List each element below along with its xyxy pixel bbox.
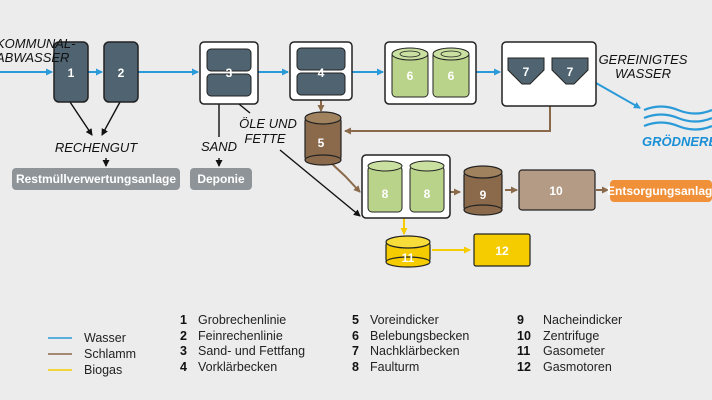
destination-entsorgung: Entsorgungsanlage	[607, 180, 712, 202]
legend-item-9: Nacheindicker	[543, 313, 622, 327]
label-gereinigtes-wasser: GEREINIGTES	[599, 52, 688, 67]
svg-text:7: 7	[352, 344, 359, 358]
label-groednerbach: GRÖDNERBACH	[642, 134, 712, 149]
legend-wasser: Wasser	[84, 331, 126, 345]
svg-text:8: 8	[352, 360, 359, 374]
label-rechengut: RECHENGUT	[55, 140, 138, 155]
svg-text:4: 4	[180, 360, 187, 374]
svg-text:2: 2	[118, 66, 125, 80]
svg-text:10: 10	[549, 184, 563, 198]
unit-9-post-thickener: 9	[463, 165, 503, 216]
svg-text:5: 5	[318, 136, 325, 150]
svg-text:1: 1	[68, 66, 75, 80]
label-sand: SAND	[201, 139, 237, 154]
legend-item-3: Sand- und Fettfang	[198, 344, 305, 358]
label-abwasser-line2: ABWASSER	[0, 50, 69, 65]
svg-text:10: 10	[517, 329, 531, 343]
legend-item-2: Feinrechenlinie	[198, 329, 283, 343]
label-kommunal-abwasser: KOMMUNAL-	[0, 36, 76, 51]
river-waves-icon	[643, 105, 712, 131]
svg-text:3: 3	[226, 66, 233, 80]
legend-schlamm: Schlamm	[84, 347, 136, 361]
legend-item-8: Faulturm	[370, 360, 419, 374]
unit-4-primary-clarifier: 4	[289, 41, 353, 101]
legend-item-11: Gasometer	[543, 344, 605, 358]
svg-text:2: 2	[180, 329, 187, 343]
svg-text:12: 12	[517, 360, 531, 374]
label-oele-und: ÖLE UND	[239, 116, 297, 131]
svg-text:Deponie: Deponie	[197, 172, 245, 186]
label-fette: FETTE	[244, 131, 285, 146]
legend-item-10: Zentrifuge	[543, 329, 599, 343]
unit-6-aeration-tanks: 6 6	[384, 41, 477, 105]
svg-text:8: 8	[382, 187, 389, 201]
svg-text:Restmüllverwertungsanlage: Restmüllverwertungsanlage	[16, 172, 176, 186]
unit-12-gas-engines: 12	[473, 233, 531, 267]
svg-text:9: 9	[517, 313, 524, 327]
svg-text:9: 9	[480, 188, 487, 202]
legend-item-7: Nachklärbecken	[370, 344, 460, 358]
svg-text:7: 7	[523, 65, 530, 79]
svg-text:6: 6	[448, 69, 455, 83]
svg-text:6: 6	[352, 329, 359, 343]
svg-text:1: 1	[180, 313, 187, 327]
svg-text:5: 5	[352, 313, 359, 327]
legend: Wasser Schlamm Biogas 1 Grobrechenlinie 2…	[48, 313, 622, 377]
legend-biogas: Biogas	[84, 363, 122, 377]
unit-5-pre-thickener: 5	[304, 111, 342, 166]
svg-text:8: 8	[424, 187, 431, 201]
unit-7-secondary-clarifiers: 7 7	[501, 41, 597, 107]
unit-8-digesters: 8 8	[361, 154, 451, 219]
unit-10-centrifuge: 10	[518, 169, 596, 211]
legend-item-6: Belebungsbecken	[370, 329, 469, 343]
svg-text:6: 6	[407, 69, 414, 83]
unit-1-coarse-screen: 1	[53, 41, 89, 103]
legend-item-4: Vorklärbecken	[198, 360, 277, 374]
svg-text:11: 11	[402, 251, 415, 265]
destination-restmuell: Restmüllverwertungsanlage	[12, 168, 180, 190]
legend-item-5: Voreindicker	[370, 313, 439, 327]
legend-item-12: Gasmotoren	[543, 360, 612, 374]
svg-text:4: 4	[318, 66, 325, 80]
legend-item-1: Grobrechenlinie	[198, 313, 286, 327]
water-flow-lines	[0, 68, 641, 109]
legend-items: 1 Grobrechenlinie 2 Feinrechenlinie 3 Sand-…	[180, 313, 622, 374]
unit-11-gasometer: 11	[385, 235, 431, 268]
unit-3-sand-grease-trap: 3	[199, 41, 259, 105]
svg-text:12: 12	[495, 244, 509, 258]
destination-deponie: Deponie	[190, 168, 252, 190]
svg-text:11: 11	[517, 344, 530, 358]
sludge-flow-lines	[317, 100, 609, 196]
svg-text:7: 7	[567, 65, 574, 79]
svg-text:Entsorgungsanlage: Entsorgungsanlage	[607, 184, 712, 198]
label-wasser-line2: WASSER	[615, 66, 671, 81]
biogas-flow-lines	[400, 218, 471, 254]
svg-text:3: 3	[180, 344, 187, 358]
unit-2-fine-screen: 2	[103, 41, 139, 103]
legend-lines: Wasser Schlamm Biogas	[48, 331, 136, 377]
